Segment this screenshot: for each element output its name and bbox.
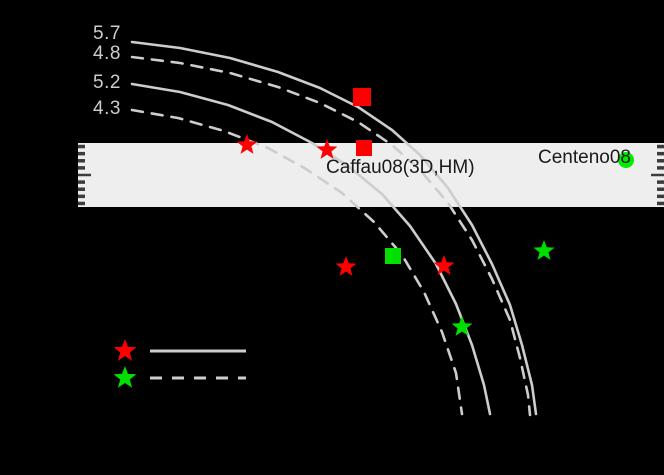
- data-markers: [236, 88, 634, 336]
- red-star-3: [335, 256, 357, 276]
- red-square-1: [353, 88, 371, 106]
- legend-red-star: [113, 339, 137, 361]
- curve-value-label-4.8: 4.8: [93, 43, 121, 64]
- curve-value-label-5.7: 5.7: [93, 23, 121, 44]
- red-star-2: [316, 139, 338, 159]
- green-star-2: [533, 240, 555, 260]
- band-tick-marks: [78, 144, 664, 206]
- legend-symbols: [113, 339, 246, 388]
- red-star-1: [236, 134, 258, 154]
- curve-value-label-4.3: 4.3: [93, 98, 121, 119]
- model-curve-5.7: [130, 40, 538, 416]
- legend-green-star: [113, 366, 137, 388]
- model-curve-4.8: [130, 55, 532, 417]
- green-circle-1: [618, 152, 634, 168]
- model-curve-4.3: [130, 108, 464, 416]
- centeno08-label: Centeno08: [538, 147, 631, 168]
- caffau08-label: Caffau08(3D,HM): [326, 157, 475, 178]
- green-square-1: [385, 248, 401, 264]
- green-star-1: [451, 316, 473, 336]
- curve-value-label-5.2: 5.2: [93, 72, 121, 93]
- model-curves: [130, 40, 538, 417]
- red-star-4: [433, 255, 455, 275]
- model-curve-5.2: [130, 82, 492, 416]
- red-square-2: [356, 140, 372, 156]
